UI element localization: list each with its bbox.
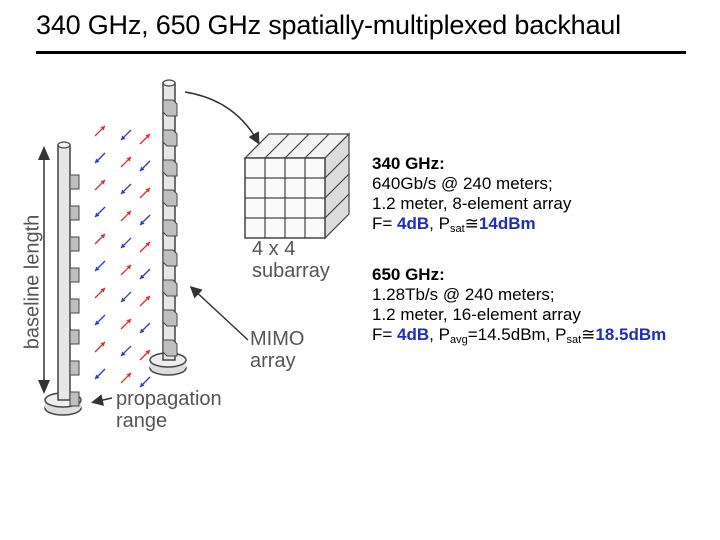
subarray-label: 4 x 4 subarray [252, 238, 330, 282]
array-element [162, 129, 178, 147]
signal-arrow [139, 160, 151, 172]
mimo-array-label: MIMO array [250, 328, 304, 372]
signal-arrow [139, 214, 151, 226]
baseline-length-label: baseline length [21, 214, 44, 350]
spec-650-noise-power: F= 4dB, Pavg=14.5dBm, Psat≅18.5dBm [372, 325, 667, 346]
mimo-label-line2: array [250, 350, 296, 372]
slide-title: 340 GHz, 650 GHz spatially-multiplexed b… [36, 10, 621, 40]
array-element [69, 329, 80, 345]
left-array-elements [69, 174, 80, 407]
signal-arrow [120, 318, 132, 330]
right-tower [149, 79, 187, 376]
signal-arrow [120, 264, 132, 276]
signal-arrow [139, 241, 151, 253]
approx-symbol: ≅ [464, 214, 479, 233]
signal-arrow [94, 233, 106, 245]
spec-340ghz: 340 GHz: 640Gb/s @ 240 meters; 1.2 meter… [372, 154, 572, 235]
array-element [162, 159, 178, 177]
pavg-value: =14.5dBm, P [467, 325, 567, 344]
noise-figure-value: 4dB [397, 325, 430, 344]
array-element [69, 360, 80, 376]
baseline-arrow [38, 146, 50, 394]
array-element [69, 174, 80, 190]
signal-arrow [120, 156, 132, 168]
p-separator: , P [429, 214, 450, 233]
title-underline [36, 51, 686, 54]
signal-arrow [139, 133, 151, 145]
approx-symbol: ≅ [581, 325, 596, 344]
spec-650ghz: 650 GHz: 1.28Tb/s @ 240 meters; 1.2 mete… [372, 265, 667, 346]
left-tower [44, 141, 82, 416]
subarray-cube [243, 132, 351, 240]
propagation-pointer-arrow [91, 394, 113, 406]
array-element [162, 99, 178, 117]
array-element [69, 236, 80, 252]
mimo-label-line1: MIMO [250, 328, 305, 350]
signal-arrow [120, 183, 132, 195]
array-element [162, 219, 178, 237]
spec-650-rate: 1.28Tb/s @ 240 meters; [372, 285, 555, 304]
array-element [162, 309, 178, 327]
array-element [69, 391, 80, 407]
signal-arrow [120, 345, 132, 357]
array-element [69, 298, 80, 314]
array-element [162, 249, 178, 267]
array-element [162, 279, 178, 297]
spec-340-array: 1.2 meter, 8-element array [372, 194, 572, 213]
subarray-pointer-arrow [184, 91, 260, 145]
signal-arrow [139, 322, 151, 334]
signal-arrow [120, 372, 132, 384]
f-prefix: F= [372, 214, 398, 233]
psat-subscript: sat [449, 223, 465, 235]
subarray-label-line1: 4 x 4 [252, 238, 296, 260]
signal-arrow [120, 237, 132, 249]
psat-value: 18.5dBm [595, 325, 667, 344]
spec-340-noise-power: F= 4dB, Psat≅14dBm [372, 214, 571, 235]
array-element [162, 189, 178, 207]
signal-arrow [94, 179, 106, 191]
subarray-label-line2: subarray [252, 260, 330, 282]
signal-arrow [120, 210, 132, 222]
propagation-arrows [94, 125, 151, 388]
array-element [69, 267, 80, 283]
mimo-pointer-arrow [189, 285, 249, 341]
right-array-elements [162, 99, 178, 357]
spec-340-heading: 340 GHz: [372, 154, 445, 173]
array-element [69, 205, 80, 221]
array-element [162, 339, 178, 357]
spec-340-rate: 640Gb/s @ 240 meters; [372, 174, 553, 193]
spec-650-array: 1.2 meter, 16-element array [372, 305, 581, 324]
noise-figure-value: 4dB [397, 214, 430, 233]
signal-arrow [120, 291, 132, 303]
f-prefix: F= [372, 325, 398, 344]
signal-arrow [94, 206, 106, 218]
signal-arrow [120, 129, 132, 141]
p-separator: , P [429, 325, 450, 344]
signal-arrow [139, 268, 151, 280]
signal-arrow [94, 125, 106, 137]
signal-arrow [94, 152, 106, 164]
signal-arrow [139, 187, 151, 199]
psat-subscript: sat [566, 334, 582, 346]
signal-arrow [139, 349, 151, 361]
signal-arrow [139, 295, 151, 307]
propagation-range-label: propagation range [116, 388, 222, 432]
propagation-label-line2: range [116, 410, 168, 432]
signal-arrow [139, 376, 151, 388]
pavg-subscript: avg [449, 334, 468, 346]
signal-arrow [94, 368, 106, 380]
psat-value: 14dBm [478, 214, 536, 233]
propagation-label-line1: propagation [116, 388, 222, 410]
signal-arrow [94, 287, 106, 299]
signal-arrow [94, 341, 106, 353]
signal-arrow [94, 260, 106, 272]
spec-650-heading: 650 GHz: [372, 265, 445, 284]
signal-arrow [94, 314, 106, 326]
